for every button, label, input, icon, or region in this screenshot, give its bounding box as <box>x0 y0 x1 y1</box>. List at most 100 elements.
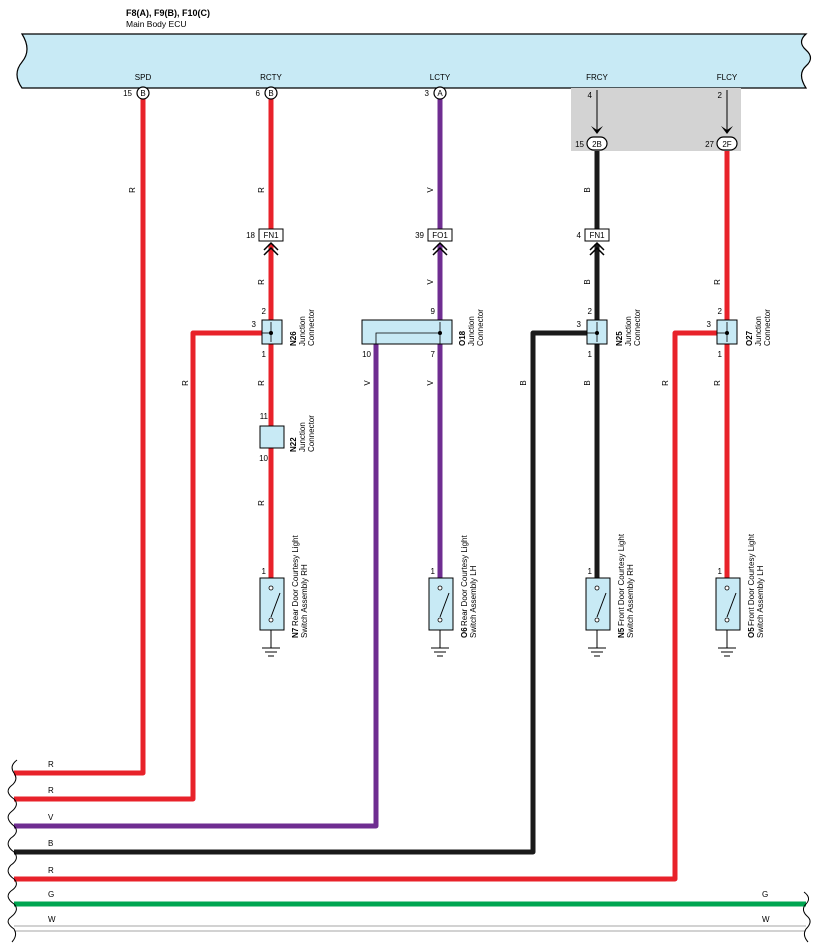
splice-dot-icon <box>269 331 273 335</box>
wire-label: R <box>661 380 670 386</box>
switch-n7: 1 N7 Rear Door Courtesy Light Switch Ass… <box>259 535 309 657</box>
wire-label: V <box>426 380 435 386</box>
pin-number-flcy: 2 <box>718 91 723 100</box>
bus-label-w: W <box>48 915 56 924</box>
junction-n25-code: N25 <box>615 331 624 346</box>
wire-spd <box>14 99 146 776</box>
wire-label: V <box>363 380 372 386</box>
switch-o6-box <box>428 577 454 631</box>
switch-n5: 1 N5 Front Door Courtesy Light Switch As… <box>585 533 635 657</box>
inline-connectors: FN1 18 FO1 39 FN1 4 <box>246 228 610 256</box>
pin-number-lcty: 3 <box>425 89 430 98</box>
switch-o5-line2: Switch Assembly LH <box>756 565 765 638</box>
ground-icon <box>262 647 280 657</box>
pin-connector-lcty: A <box>437 89 443 98</box>
wire-label: B <box>583 187 592 192</box>
wire-label: B <box>583 380 592 385</box>
junction-n25-name: Junction <box>624 316 633 346</box>
switch-n5-line2: Switch Assembly RH <box>626 564 635 638</box>
junction-n25-pin-top: 2 <box>588 307 593 316</box>
pin-label-lcty: LCTY <box>430 73 451 82</box>
switch-n5-pin: 1 <box>588 567 593 576</box>
junction-n26-pin-top: 2 <box>262 307 267 316</box>
splice-dot-icon <box>438 331 442 335</box>
junction-o18-pin-left: 10 <box>362 350 371 359</box>
pin-circle-spd <box>136 86 150 100</box>
wire-label: R <box>257 279 266 285</box>
pin-label-rcty: RCTY <box>260 73 282 82</box>
junction-o27-pin-top: 2 <box>718 307 723 316</box>
pin-number-frcy: 4 <box>588 91 593 100</box>
wire-label: R <box>257 380 266 386</box>
junction-o18-name: Junction <box>467 316 476 346</box>
switch-n7-line1: Rear Door Courtesy Light <box>291 535 300 626</box>
ecu-pins: 15 B 6 B 3 A 4 2 <box>123 86 723 100</box>
switch-n7-box <box>259 577 285 631</box>
ground-icon <box>431 647 449 657</box>
switch-o5-pin: 1 <box>718 567 723 576</box>
connector-2f-pin: 27 <box>705 140 714 149</box>
switch-o6-line1: Rear Door Courtesy Light <box>460 535 469 626</box>
switch-o5-box <box>715 577 741 631</box>
switch-n5-line1: Front Door Courtesy Light <box>617 533 626 626</box>
junction-n26: 2 3 1 N26 Junction Connector <box>252 307 316 359</box>
junction-o27-name: Junction <box>754 316 763 346</box>
wire-label: R <box>713 279 722 285</box>
bus-label-w-right: W <box>762 915 770 924</box>
frcy-arrow-icon <box>591 126 603 134</box>
junction-n22-type: Connector <box>307 415 316 452</box>
junction-n26-pin-bottom: 1 <box>262 350 267 359</box>
wire-label: B <box>519 380 528 385</box>
connector-2b <box>586 136 608 151</box>
inline-chevron-icon <box>432 241 448 256</box>
switch-o5-line1: Front Door Courtesy Light <box>747 533 756 626</box>
switch-o6-pin: 1 <box>431 567 436 576</box>
junction-n22-box <box>259 425 285 449</box>
switch-n5-code: N5 <box>617 627 626 638</box>
pin-connector-spd: B <box>140 89 145 98</box>
inline-connector-fo1-pin: 39 <box>415 231 424 240</box>
bus-label-v: V <box>48 813 54 822</box>
junction-o18-pin-bottom: 7 <box>431 350 436 359</box>
ecu-pin-labels: SPD RCTY LCTY FRCY FLCY <box>135 73 738 82</box>
switch-contact-icon <box>596 592 607 618</box>
switch-n7-code: N7 <box>291 627 300 638</box>
junction-n22-pin-top: 11 <box>260 412 269 421</box>
inline-connector-fn1-frcy <box>584 228 610 242</box>
pin-label-flcy: FLCY <box>717 73 738 82</box>
junction-n22: 11 10 N22 Junction Connector <box>259 412 316 463</box>
wire-lcty-branch <box>14 344 379 829</box>
wire-label: R <box>257 500 266 506</box>
pin-number-spd: 15 <box>123 89 132 98</box>
bus-label-r2: R <box>48 786 54 795</box>
switch-o5: 1 O5 Front Door Courtesy Light Switch As… <box>715 533 765 657</box>
inline-connector-fn1-rcty-name: FN1 <box>263 231 279 240</box>
switch-o5-code: O5 <box>747 627 756 638</box>
wire-frcy-branch <box>14 330 588 855</box>
switch-n7-pin: 1 <box>262 567 267 576</box>
wire-label: R <box>128 187 137 193</box>
bus-label-r3: R <box>48 866 54 875</box>
junction-o27-code: O27 <box>745 330 754 346</box>
wire-label: V <box>426 279 435 285</box>
junction-n26-code: N26 <box>289 331 298 346</box>
junction-o18-type: Connector <box>476 309 485 346</box>
switch-o6-line2: Switch Assembly LH <box>469 565 478 638</box>
pin-label-spd: SPD <box>135 73 152 82</box>
junction-n25-pin-bottom: 1 <box>588 350 593 359</box>
wire-rcty-branch <box>14 330 262 802</box>
wire-flcy-branch <box>14 330 718 882</box>
wires <box>14 99 806 907</box>
bus-label-b: B <box>48 839 53 848</box>
junction-n25-pin-side: 3 <box>577 320 582 329</box>
bus-label-r1: R <box>48 760 54 769</box>
pin-number-rcty: 6 <box>256 89 261 98</box>
wire-label: R <box>181 380 190 386</box>
junction-o27-type: Connector <box>763 309 772 346</box>
wire-label: B <box>583 279 592 284</box>
switch-n5-box <box>585 577 611 631</box>
pin-connector-rcty: B <box>268 89 273 98</box>
switch-o6-code: O6 <box>460 627 469 638</box>
bus-break-left <box>7 759 18 943</box>
